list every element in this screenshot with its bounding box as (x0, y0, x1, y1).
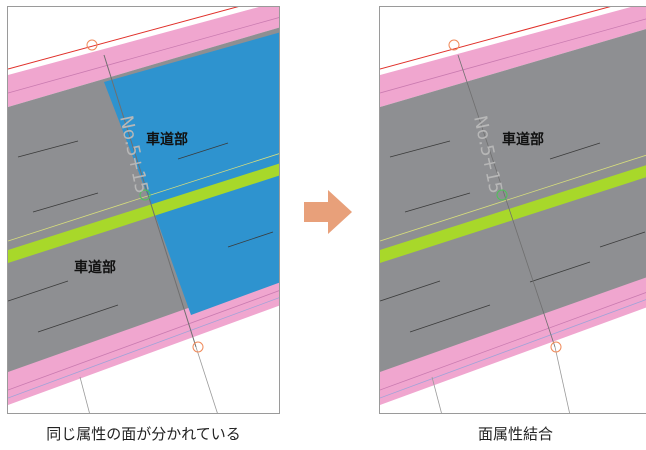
before-panel: No.5+15 車道部 車道部 (7, 6, 280, 414)
caption-after: 面属性結合 (477, 425, 553, 443)
node-marker (496, 189, 508, 201)
area-label-top: 車道部 (146, 131, 188, 148)
node-marker (550, 341, 562, 353)
node-marker (448, 39, 460, 51)
sidewalk-top (8, 7, 279, 107)
median-strip (380, 165, 646, 263)
caption-before: 同じ属性の面が分かれている (46, 425, 241, 443)
road-drawing-after: No.5+15 車道部 (380, 7, 646, 413)
median-strip (8, 163, 279, 263)
sidewalk-top (380, 7, 646, 107)
after-panel: No.5+15 車道部 (379, 6, 646, 414)
node-marker (139, 189, 151, 201)
node-marker (86, 39, 98, 51)
node-marker (192, 341, 204, 353)
area-label-bottom: 車道部 (74, 259, 116, 276)
road-drawing-before: No.5+15 車道部 車道部 (8, 7, 279, 413)
area-label: 車道部 (502, 131, 544, 148)
right-arrow-icon (304, 190, 352, 234)
